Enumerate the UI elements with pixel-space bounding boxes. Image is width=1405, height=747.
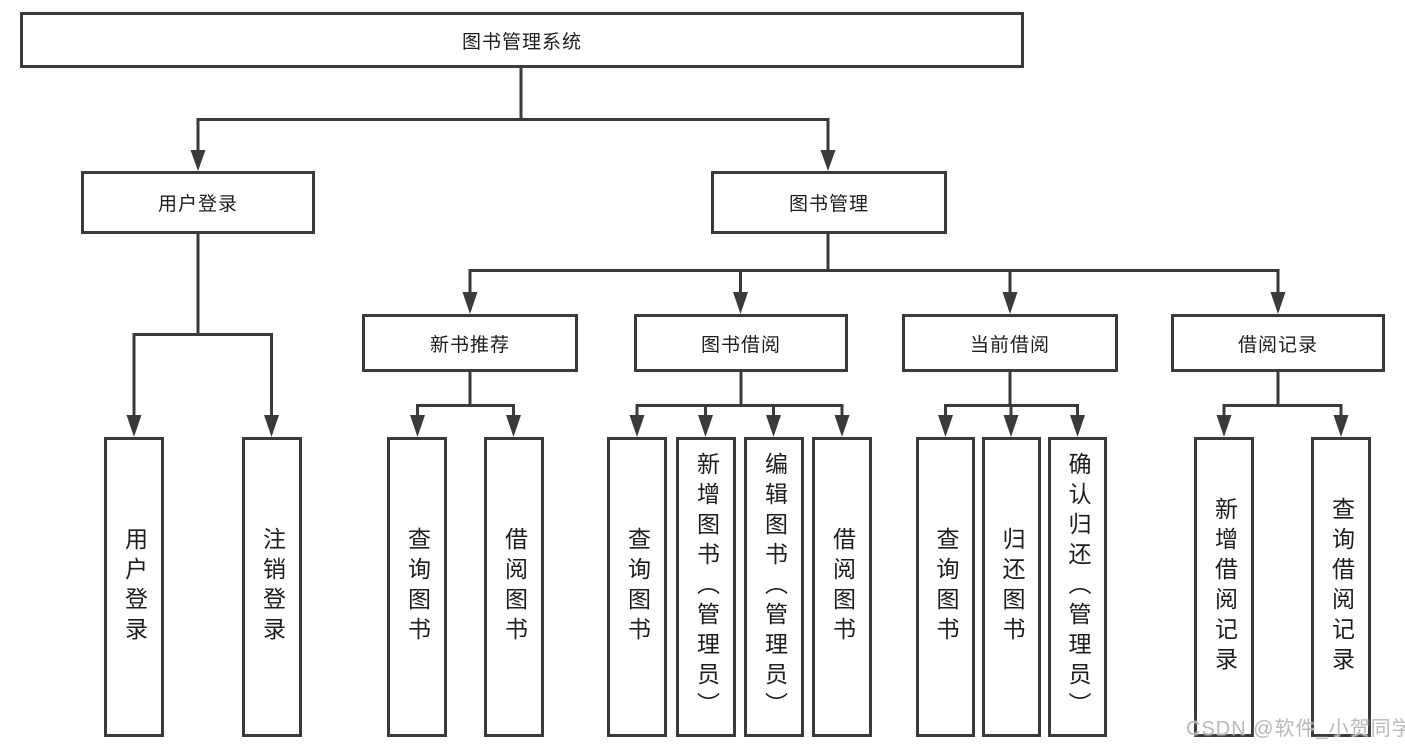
leaf-current-confirm-return-admin: 确认归还（管理员） [1048,437,1107,737]
leaf-borrow-add-books-admin: 新增图书（管理员） [676,437,736,737]
leaf-current-query-books: 查询图书 [916,437,975,737]
node-current-borrowing: 当前借阅 [902,314,1118,372]
leaf-borrow-edit-books-admin: 编辑图书（管理员） [744,437,804,737]
leaf-borrow-query-books: 查询图书 [607,437,667,737]
leaf-logout: 注销登录 [242,437,302,737]
node-library-management-system: 图书管理系统 [20,12,1024,68]
leaf-records-add-record: 新增借阅记录 [1194,437,1254,737]
leaf-newbook-borrow-books: 借阅图书 [484,437,544,737]
leaf-borrow-borrow-books: 借阅图书 [812,437,872,737]
node-new-book-recommendation: 新书推荐 [362,314,578,372]
leaf-records-query-record: 查询借阅记录 [1311,437,1371,737]
node-user-login: 用户登录 [81,171,315,234]
node-book-management: 图书管理 [711,171,947,234]
leaf-current-return-books: 归还图书 [982,437,1041,737]
leaf-user-login: 用户登录 [104,437,164,737]
node-borrowing-records: 借阅记录 [1171,314,1385,372]
leaf-newbook-query-books: 查询图书 [387,437,447,737]
node-book-borrowing: 图书借阅 [634,314,848,372]
watermark-text: CSDN @软件_小贺同学 [1186,718,1405,740]
